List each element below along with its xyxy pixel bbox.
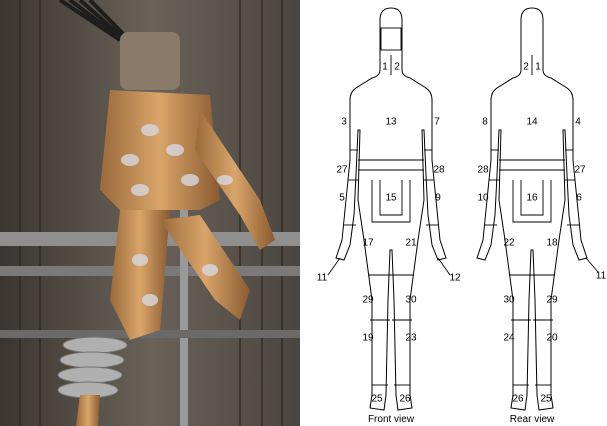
rear-zone-28: 28 <box>477 165 489 176</box>
zone-diagram: 1 2 13 3 7 27 28 5 9 15 17 21 29 30 19 2… <box>300 0 607 426</box>
front-figure <box>328 8 450 410</box>
rear-zone-30: 30 <box>503 295 515 306</box>
front-zone-17: 17 <box>362 238 374 249</box>
rear-zone-4: 4 <box>575 117 581 128</box>
front-view-caption: Front view <box>368 414 415 425</box>
rear-zone-6: 6 <box>576 193 582 204</box>
front-zone-21: 21 <box>405 238 417 249</box>
front-zone-9: 9 <box>435 193 441 204</box>
front-zone-13: 13 <box>385 117 397 128</box>
rear-zone-26: 26 <box>512 394 524 405</box>
front-zone-7: 7 <box>434 117 440 128</box>
front-zone-26: 26 <box>399 394 411 405</box>
rear-zone-16: 16 <box>526 193 538 204</box>
front-zone-12: 12 <box>449 273 461 284</box>
rear-zone-10: 10 <box>477 193 489 204</box>
rear-zone-22: 22 <box>503 238 515 249</box>
front-zone-23: 23 <box>405 333 417 344</box>
rear-zone-1: 1 <box>535 62 541 73</box>
front-zone-15: 15 <box>385 193 397 204</box>
front-zone-2: 2 <box>394 62 400 73</box>
rear-view-caption: Rear view <box>510 414 555 425</box>
front-zone-5: 5 <box>339 193 345 204</box>
rear-zone-24: 24 <box>503 333 515 344</box>
rear-zone-11: 11 <box>596 271 607 282</box>
rear-zone-20: 20 <box>546 333 558 344</box>
front-zone-1: 1 <box>382 62 388 73</box>
front-zone-28: 28 <box>433 165 445 176</box>
front-zone-27: 27 <box>336 165 348 176</box>
rear-zone-8: 8 <box>482 117 488 128</box>
rear-zone-29: 29 <box>546 295 558 306</box>
front-zone-3: 3 <box>341 117 347 128</box>
mannequin-photo <box>0 0 300 426</box>
rear-zone-14: 14 <box>526 117 538 128</box>
rear-zone-25: 25 <box>540 394 552 405</box>
front-zone-30: 30 <box>405 295 417 306</box>
front-zone-19: 19 <box>362 333 374 344</box>
rear-zone-18: 18 <box>546 238 558 249</box>
rear-zone-2: 2 <box>523 62 529 73</box>
front-zone-11: 11 <box>317 273 328 284</box>
front-zone-29: 29 <box>362 295 374 306</box>
front-zone-25: 25 <box>371 394 383 405</box>
rear-zone-27: 27 <box>574 165 586 176</box>
